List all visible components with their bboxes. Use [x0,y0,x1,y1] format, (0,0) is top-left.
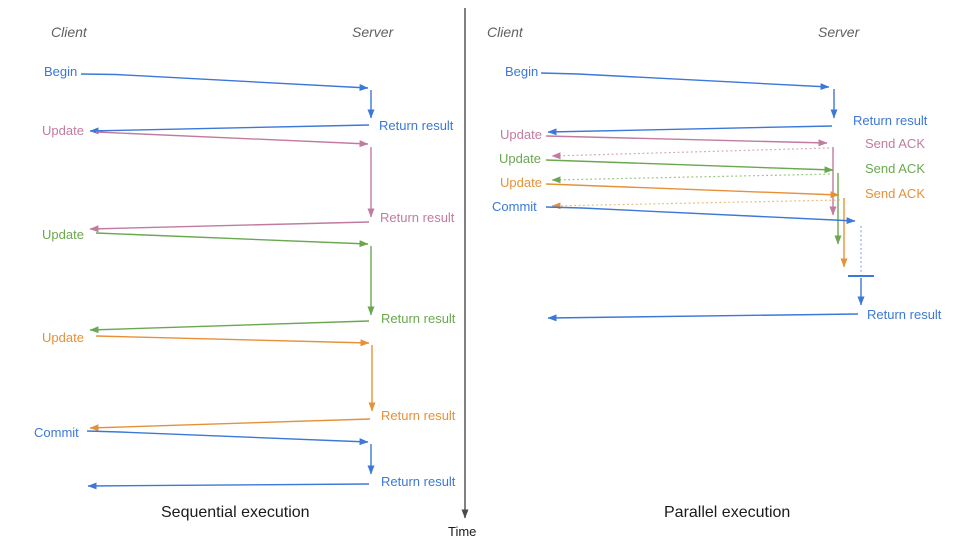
seq-commit-return-arrow [87,482,370,490]
par-begin-return-arrow [547,125,833,136]
par-client-header: Client [487,24,523,40]
par-begin-label: Begin [505,64,539,79]
seq-begin-response-label: Return result [379,118,454,133]
seq-update3-message [89,335,376,432]
seq-update2-message [89,232,375,334]
par-commit-request-arrow [545,206,856,225]
seq-title: Sequential execution [161,504,310,521]
par-commit-return-arrow [547,313,859,322]
par-update1-ack-label: Send ACK [865,136,925,151]
seq-begin-return-arrow [89,124,370,135]
par-server-header: Server [818,24,860,40]
par-update2-request-arrow [545,159,834,174]
seq-client-header: Client [51,24,87,40]
seq-update3-return-arrow [89,418,371,432]
seq-commit-message [86,430,375,490]
seq-commit-label: Commit [34,425,79,440]
seq-begin-request-arrow [80,73,369,92]
par-commit-label: Commit [492,199,537,214]
par-update1-ack-dotted [551,147,830,160]
par-update3-ack-label: Send ACK [865,186,925,201]
par-update1-label: Update [500,127,542,142]
par-begin-message [540,72,838,136]
seq-update2-response-label: Return result [381,311,456,326]
time-axis-label: Time [448,524,477,539]
seq-update1-label: Update [42,123,84,138]
seq-update2-return-arrow [89,320,370,334]
seq-update3-request-arrow [95,335,370,347]
par-update2-label: Update [499,151,541,166]
par-commit-response-label: Return result [867,307,942,322]
par-begin-request-arrow [540,72,830,91]
seq-begin-label: Begin [44,64,78,79]
seq-update1-return-arrow [89,221,370,233]
par-commit-message [545,206,874,322]
par-update1-message [545,135,837,216]
par-update3-label: Update [500,175,542,190]
seq-update2-request-arrow [95,232,369,248]
seq-update2-label: Update [42,227,84,242]
par-update3-request-arrow [545,183,840,199]
par-update3-ack-dotted [551,199,841,210]
seq-commit-response-label: Return result [381,474,456,489]
seq-update1-response-label: Return result [380,210,455,225]
par-begin-response-label: Return result [853,113,928,128]
par-update2-ack-label: Send ACK [865,161,925,176]
seq-begin-message [80,73,375,135]
seq-update1-request-arrow [95,131,369,148]
par-update1-request-arrow [545,135,828,147]
seq-update1-message [89,131,375,233]
seq-server-header: Server [352,24,394,40]
par-title: Parallel execution [664,504,791,521]
seq-commit-request-arrow [86,430,369,446]
par-update2-ack-dotted [551,173,835,184]
seq-update3-response-label: Return result [381,408,456,423]
par-update3-message [545,183,848,268]
seq-update3-label: Update [42,330,84,345]
par-update2-message [545,159,842,245]
